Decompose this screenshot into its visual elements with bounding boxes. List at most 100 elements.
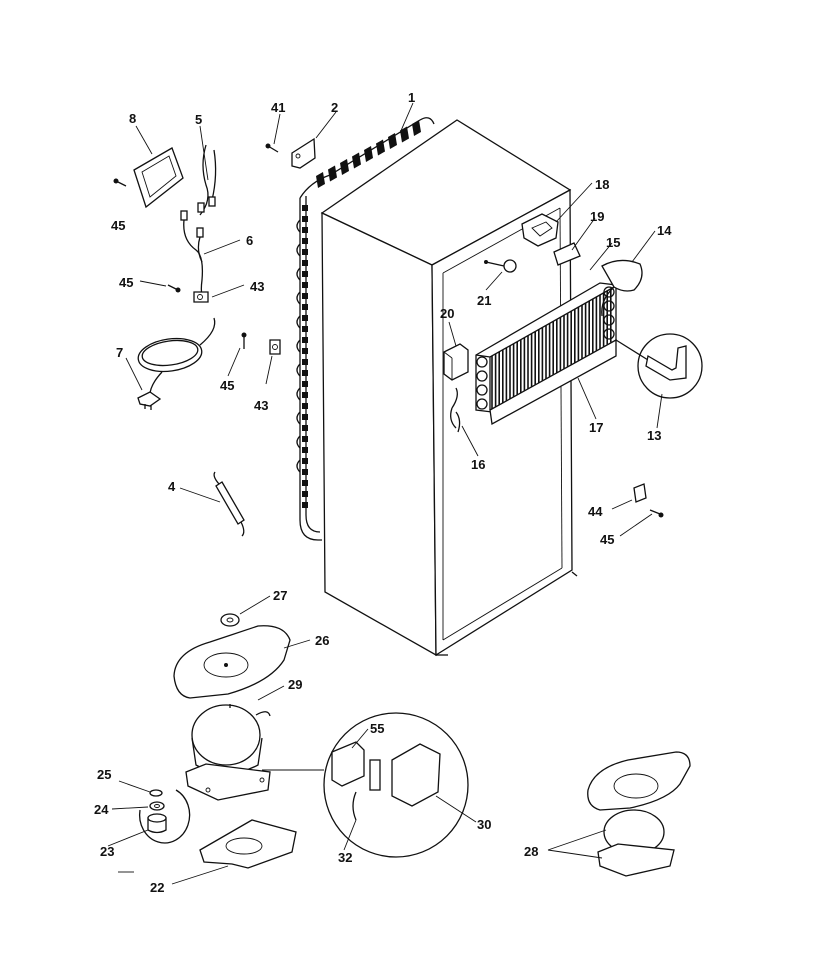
condenser-fin [302,282,308,288]
condenser-fin [328,165,337,182]
bracket-part-2 [291,137,316,169]
condenser-fin [302,392,308,398]
condenser-fin [302,238,308,244]
callout-27: 27 [273,588,287,603]
callout-32: 32 [338,850,352,865]
compressor-assembly-28 [587,751,691,877]
condenser-fin [302,337,308,343]
tube-part-14 [601,259,643,317]
callout-41: 41 [271,100,285,115]
callout-5: 5 [195,112,202,127]
callout-43: 43 [250,279,264,294]
condenser-fin [302,447,308,453]
clip-part-43a [193,291,209,303]
condenser-fin [302,249,308,255]
condenser-fin [302,205,308,211]
callout-15: 15 [606,235,620,250]
callout-21: 21 [477,293,491,308]
condenser-fin [302,458,308,464]
screw-part-45c [241,332,247,349]
callout-20: 20 [440,306,454,321]
callout-labels: 1 2 41 5 8 45 6 45 43 7 45 43 4 18 19 15… [94,90,672,895]
condenser-fin [302,480,308,486]
clip-part-20 [443,343,469,381]
detail-circle-grommets [138,789,191,844]
screw-part-45b [167,284,181,293]
relay-detail [262,712,469,858]
grommet-part-27 [220,613,240,627]
condenser-fin [302,491,308,497]
screw-part-45d [649,509,664,518]
condenser-fin [302,348,308,354]
condenser-fin [302,359,308,365]
callout-43: 43 [254,398,268,413]
clip-part-18 [521,213,559,247]
drain-pan-part-26 [173,625,291,699]
clip-part-43b [269,339,281,355]
heater-part-16 [450,387,461,433]
cord-part-7 [137,317,216,410]
clip-part-44 [633,483,647,503]
bracket-part-22 [199,819,297,869]
condenser-fin [302,326,308,332]
compressor [185,704,271,801]
condenser-fin [302,260,308,266]
callout-45: 45 [600,532,614,547]
condenser-fin [302,414,308,420]
condenser-fin [302,216,308,222]
condenser-fin [302,436,308,442]
heater-part-4 [213,471,245,537]
callout-25: 25 [97,767,111,782]
callout-45: 45 [111,218,125,233]
condenser-fin [302,304,308,310]
condenser-fin [302,425,308,431]
evaporator-part-15 [475,282,617,413]
condenser-fin [302,370,308,376]
tube-part-13 [615,333,703,399]
condenser-fin [302,227,308,233]
callout-23: 23 [100,844,114,859]
condenser-fin [412,120,421,136]
callout-22: 22 [150,880,164,895]
callout-44: 44 [588,504,603,519]
condenser-fin [376,139,385,156]
condenser-fin [302,469,308,475]
drain-trough-part-17 [489,338,617,426]
condenser-fin [302,271,308,277]
leader-lines [107,102,663,885]
callout-19: 19 [590,209,604,224]
condenser-fin [302,315,308,321]
callout-6: 6 [246,233,253,248]
bracket-part-8 [133,147,184,209]
condenser-coil [296,117,435,541]
condenser-fin [302,293,308,299]
condenser-fin [302,403,308,409]
callout-45: 45 [220,378,234,393]
condenser-fin [302,381,308,387]
callout-17: 17 [589,420,603,435]
cabinet [320,119,578,657]
condenser-fin [340,159,349,175]
callout-24: 24 [94,802,109,817]
callout-1: 1 [408,90,415,105]
callout-18: 18 [595,177,609,192]
condenser-fin [388,133,397,149]
callout-13: 13 [647,428,661,443]
callout-16: 16 [471,457,485,472]
callout-28: 28 [524,844,538,859]
callout-4: 4 [168,479,176,494]
screw-part-45a [113,178,127,187]
callout-8: 8 [129,111,136,126]
condenser-fin [352,152,361,169]
callout-2: 2 [331,100,338,115]
condenser-fin [364,146,373,162]
condenser-fin [400,126,409,143]
screw-part-41 [265,143,279,153]
callout-7: 7 [116,345,123,360]
harness-part-5-6 [180,144,217,301]
screw-part-21 [484,259,517,273]
condenser-fin [316,172,325,188]
callout-26: 26 [315,633,329,648]
callout-30: 30 [477,817,491,832]
